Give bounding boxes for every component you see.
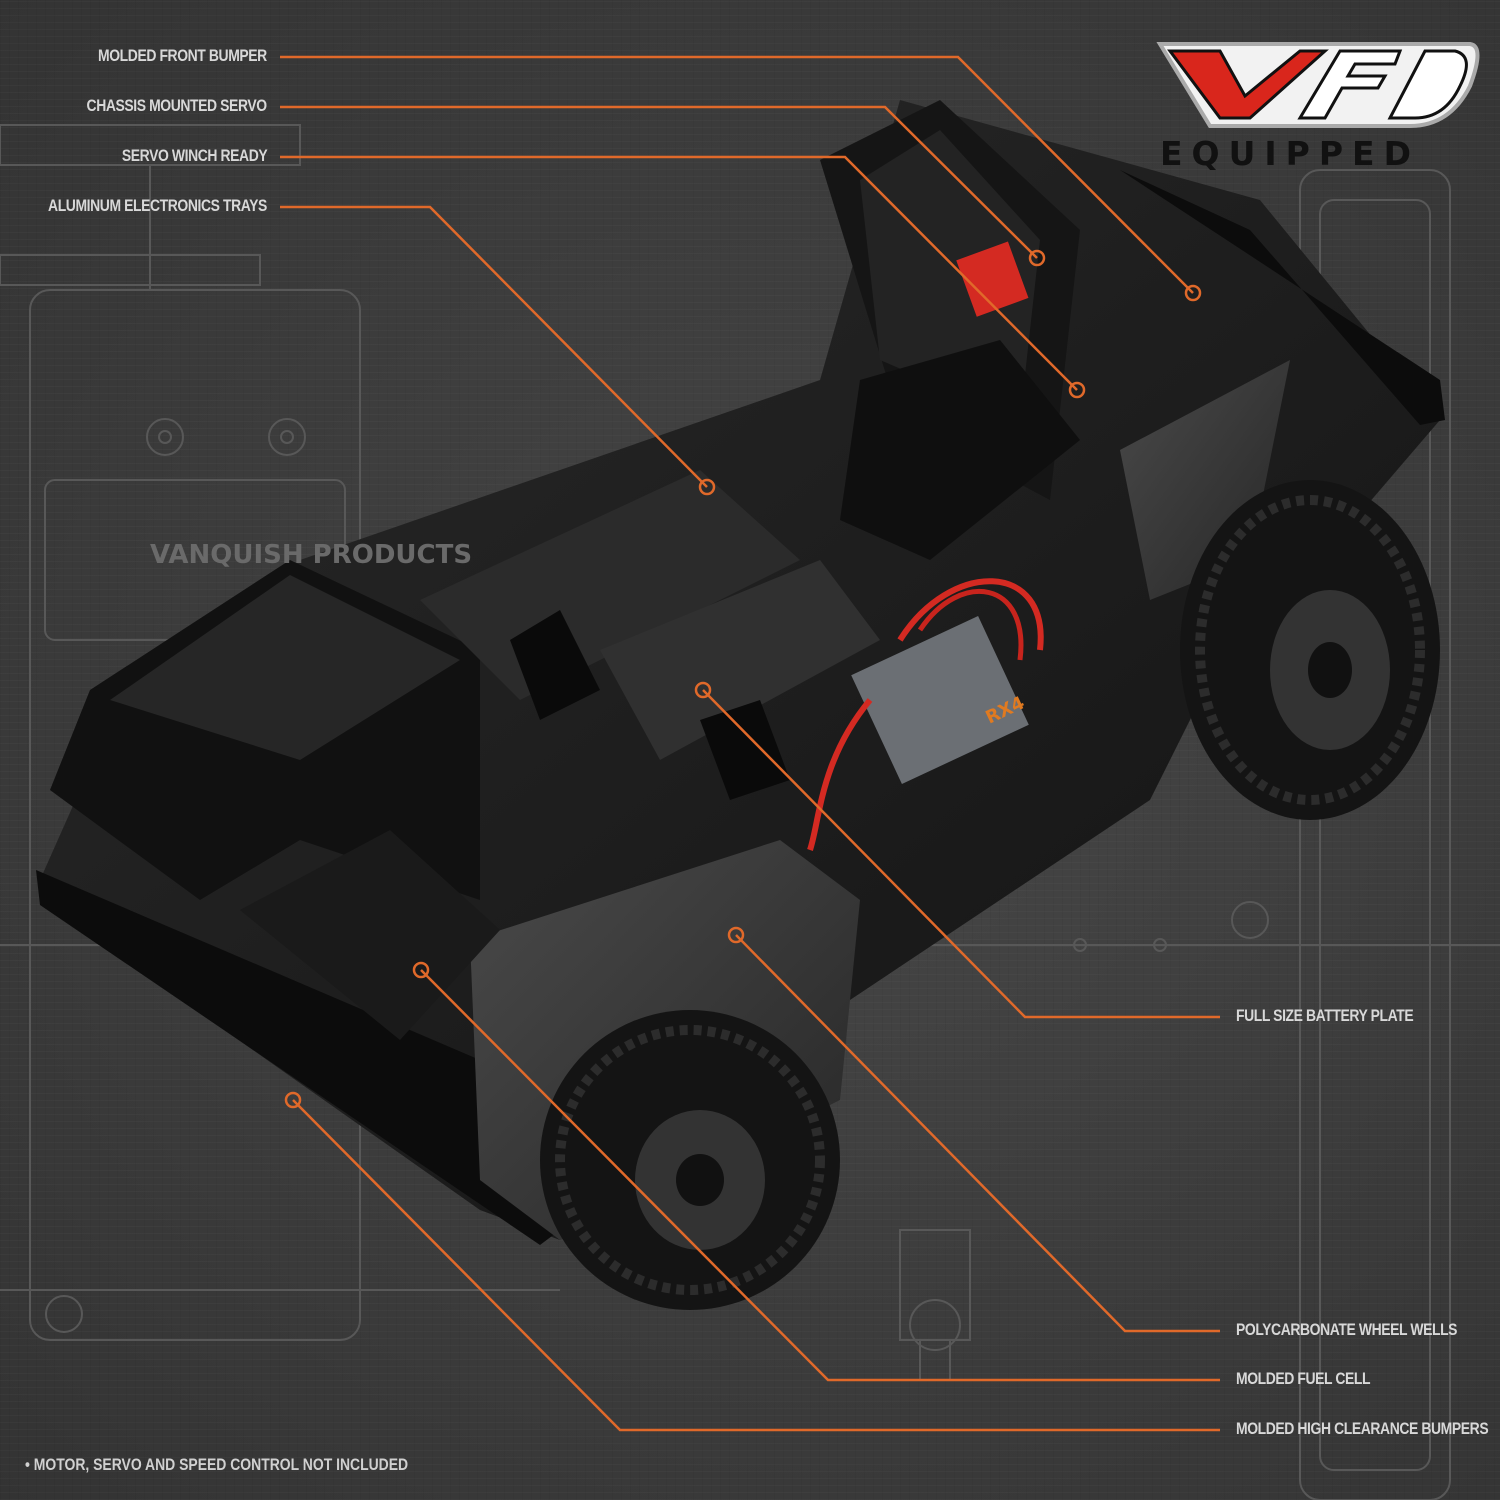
callout-lines: [280, 55, 1220, 1432]
footnote: • MOTOR, SERVO AND SPEED CONTROL NOT INC…: [25, 1455, 409, 1474]
callout-wheel-wells: POLYCARBONATE WHEEL WELLS: [1236, 1320, 1458, 1339]
callout-winch: SERVO WINCH READY: [121, 146, 268, 165]
servo: [956, 241, 1029, 317]
callout-bumpers: MOLDED HIGH CLEARANCE BUMPERS: [1236, 1419, 1489, 1438]
callout-servo: CHASSIS MOUNTED SERVO: [86, 96, 268, 115]
blueprint-background: [0, 124, 1500, 1500]
callout-trays: ALUMINUM ELECTRONICS TRAYS: [48, 196, 267, 215]
callout-fuel-cell: MOLDED FUEL CELL: [1236, 1369, 1371, 1388]
vfd-logo: [1156, 42, 1480, 128]
callout-battery: FULL SIZE BATTERY PLATE: [1236, 1006, 1414, 1025]
equipped-text: EQUIPPED: [1160, 134, 1420, 173]
callout-front-bumper: MOLDED FRONT BUMPER: [98, 46, 267, 65]
esc: [851, 616, 1029, 784]
car-chassis: [36, 100, 1445, 1310]
watermark: VANQUISH PRODUCTS: [150, 540, 473, 570]
